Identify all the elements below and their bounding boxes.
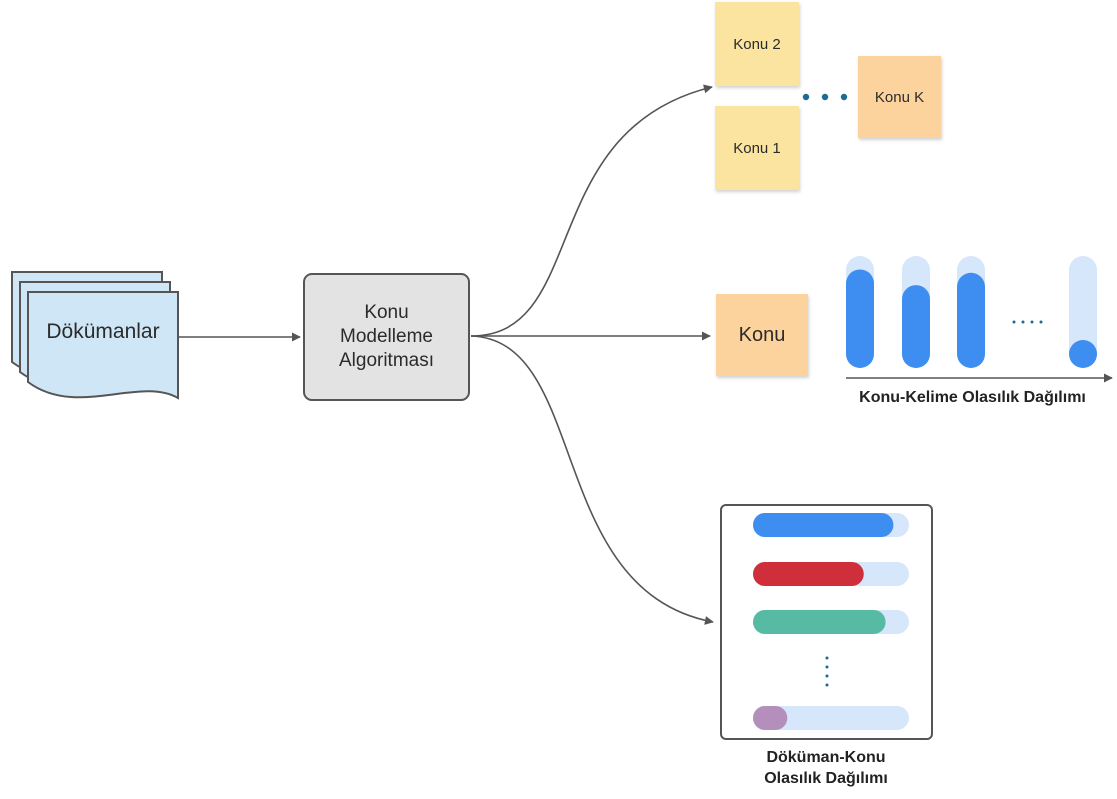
document-topic-bar-track	[753, 706, 909, 730]
document-topic-caption-line: Döküman-Konu	[766, 749, 886, 766]
topic-note-1	[715, 106, 799, 190]
topic-note-k	[858, 56, 941, 138]
topic-word-bars	[846, 256, 1097, 368]
document-topic-caption: Döküman-Konu Olasılık Dağılımı	[716, 747, 936, 789]
topic-note-label: Konu	[738, 323, 786, 346]
topic-word-bar-fill	[846, 269, 874, 368]
topic-note-1-label: Konu 1	[733, 139, 781, 157]
ellipsis-dots-vertical	[825, 656, 829, 687]
arrow-to-document-topic	[470, 335, 714, 625]
documents-stack-icon	[11, 271, 179, 400]
document-topic-bar-fill	[753, 610, 886, 634]
topic-note-k-label: Konu K	[874, 88, 925, 106]
topic-word-bar-fill	[957, 272, 985, 368]
algorithm-label-line: Algoritması	[338, 350, 435, 371]
topic-word-bar-fill	[1069, 340, 1097, 368]
algorithm-box	[303, 273, 470, 401]
topic-word-bar-fill	[902, 285, 930, 368]
topic-note-2-label: Konu 2	[733, 35, 781, 53]
document-topic-caption-line: Olasılık Dağılımı	[764, 770, 888, 787]
topic-note	[716, 294, 808, 376]
document-topic-bar-fill	[753, 513, 894, 537]
documents-label: Dökümanlar	[46, 320, 160, 343]
document-topic-bar-fill	[753, 706, 788, 730]
document-topic-bar-fill	[753, 562, 864, 586]
algorithm-label: Konu Modelleme Algoritması	[304, 274, 469, 400]
ellipsis-dots-small	[1012, 320, 1043, 324]
algorithm-label-line: Konu	[364, 302, 409, 323]
topic-note-2	[715, 2, 799, 86]
document-topic-bars	[753, 513, 909, 730]
arrow-to-topic-notes	[470, 84, 713, 337]
algorithm-label-line: Modelleme	[340, 326, 433, 347]
ellipsis-dots-horizontal	[802, 93, 848, 101]
topic-word-bar-track	[1069, 256, 1097, 368]
topic-word-caption: Konu-Kelime Olasılık Dağılımı	[859, 389, 1086, 406]
